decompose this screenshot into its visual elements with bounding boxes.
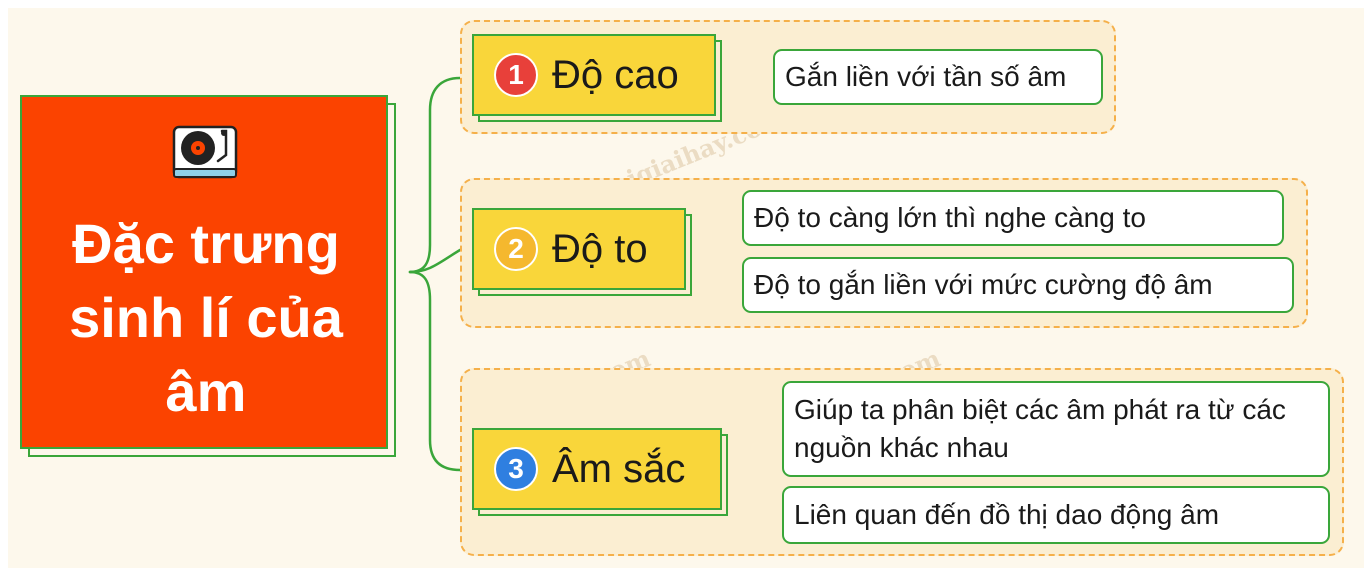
leaf-node-3-1[interactable]: Giúp ta phân biệt các âm phát ra từ các …	[782, 381, 1330, 477]
topic-label-2: Độ to	[552, 226, 648, 271]
root-title: Đặc trưng sinh lí của âm	[69, 212, 343, 423]
leaf-node-2-1[interactable]: Độ to càng lớn thì nghe càng to	[742, 190, 1284, 246]
main-brace	[408, 76, 462, 274]
leaf-node-2-2[interactable]: Độ to gắn liền với mức cường độ âm	[742, 257, 1294, 313]
topic-node-2[interactable]: 2 Độ to	[472, 208, 686, 290]
number-badge-1: 1	[494, 53, 538, 97]
leaf-node-1-1[interactable]: Gắn liền với tần số âm	[773, 49, 1103, 105]
topic-label-1: Độ cao	[552, 52, 679, 97]
turntable-icon	[172, 125, 238, 179]
number-badge-2: 2	[494, 227, 538, 271]
leaf-node-3-2[interactable]: Liên quan đến đồ thị dao động âm	[782, 486, 1330, 544]
topic-label-3: Âm sắc	[552, 446, 686, 491]
root-node[interactable]: Đặc trưng sinh lí của âm	[20, 95, 388, 449]
main-brace-low	[408, 270, 462, 472]
topic-node-1[interactable]: 1 Độ cao	[472, 34, 716, 116]
main-brace-mid	[408, 248, 462, 274]
topic-node-3[interactable]: 3 Âm sắc	[472, 428, 722, 510]
number-badge-3: 3	[494, 447, 538, 491]
